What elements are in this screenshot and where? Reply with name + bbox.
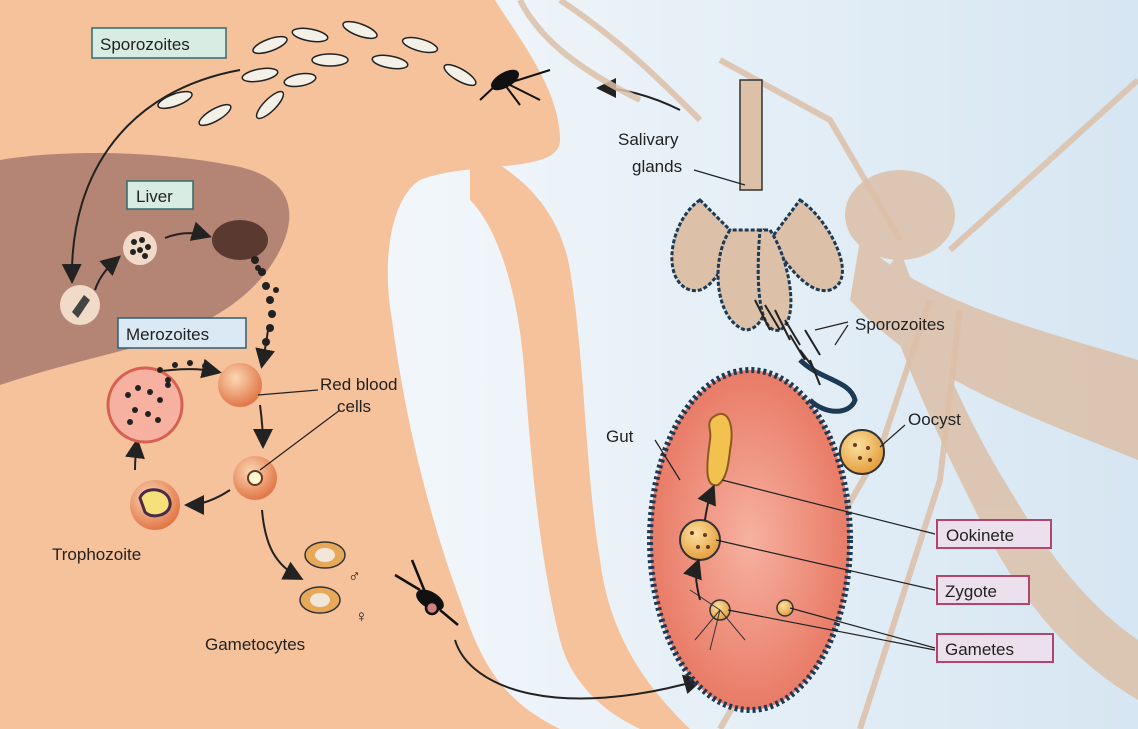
label-liver: Liver xyxy=(136,187,173,206)
male-symbol: ♂ xyxy=(348,567,361,586)
oocyst xyxy=(840,430,884,474)
trophozoite-parasite xyxy=(140,490,170,516)
ring-stage xyxy=(248,471,262,485)
red-blood-cell-1 xyxy=(218,363,262,407)
merozoite-rbc-burst xyxy=(108,368,182,442)
label-oocyst: Oocyst xyxy=(908,410,961,429)
label-box-merozoites: Merozoites xyxy=(118,318,246,348)
label-salivary-1: Salivary xyxy=(618,130,679,149)
label-box-sporozoites: Sporozoites xyxy=(92,28,226,58)
label-box-liver: Liver xyxy=(127,181,193,209)
female-symbol: ♀ xyxy=(355,607,368,626)
label-gametocytes: Gametocytes xyxy=(205,635,305,654)
label-gametes: Gametes xyxy=(945,640,1014,659)
label-gut: Gut xyxy=(606,427,634,446)
label-ookinete: Ookinete xyxy=(946,526,1014,545)
label-sporozoites-top: Sporozoites xyxy=(100,35,190,54)
label-sporozoites-right: Sporozoites xyxy=(855,315,945,334)
zygote xyxy=(680,520,720,560)
label-merozoites: Merozoites xyxy=(126,325,209,344)
label-red-blood-1: Red blood xyxy=(320,375,398,394)
label-box-zygote: Zygote xyxy=(937,576,1029,604)
label-trophozoite: Trophozoite xyxy=(52,545,141,564)
label-zygote: Zygote xyxy=(945,582,997,601)
label-box-ookinete: Ookinete xyxy=(937,520,1051,548)
label-salivary-2: glands xyxy=(632,157,682,176)
label-box-gametes: Gametes xyxy=(937,634,1053,662)
label-red-blood-2: cells xyxy=(337,397,371,416)
liver-rupture-cell xyxy=(212,220,268,260)
